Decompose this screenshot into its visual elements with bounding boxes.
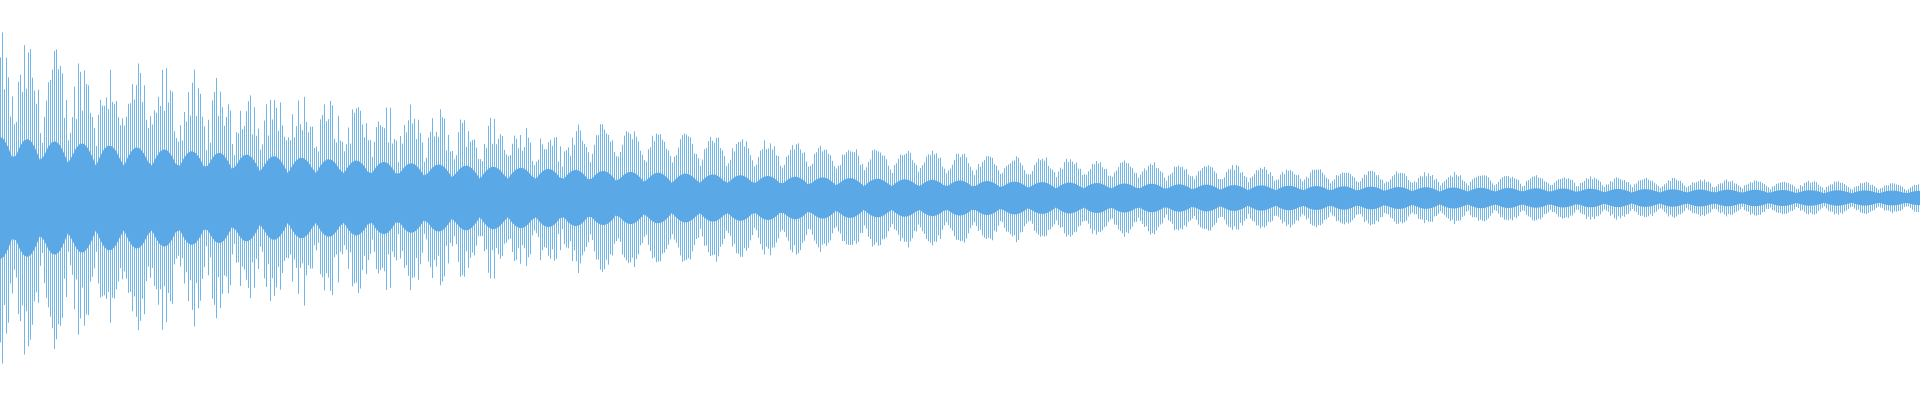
waveform-peaks [0, 32, 1920, 364]
waveform-rms-body [0, 136, 1920, 260]
